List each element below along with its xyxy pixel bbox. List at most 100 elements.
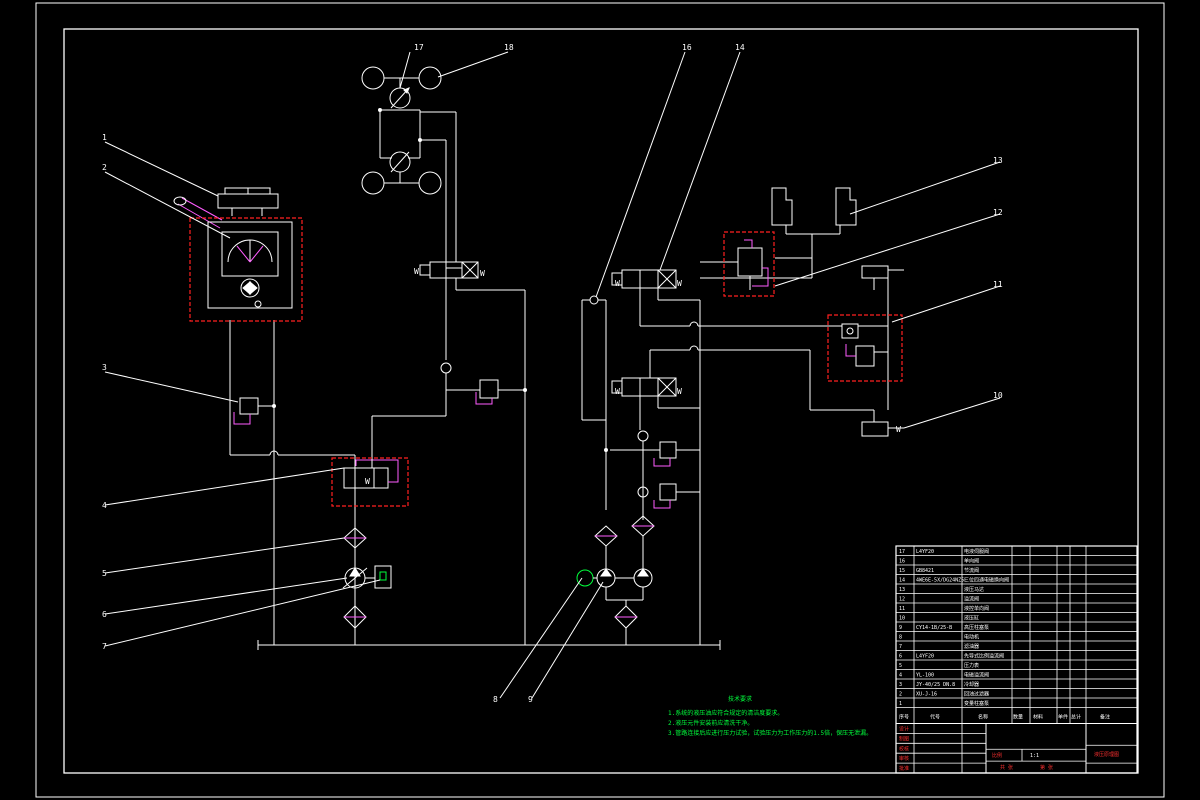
parts-row-no: 2 xyxy=(899,692,902,698)
callout-3: 3 xyxy=(102,363,107,372)
tech-note-3: 3.管路连接后应进行压力试验，试验压力为工作压力的1.5倍，保压无泄漏。 xyxy=(668,729,872,737)
callout-10: 10 xyxy=(993,391,1003,400)
parts-row-name: 液压马达 xyxy=(964,586,984,593)
spring-labels: W W W W W W W W xyxy=(365,267,901,486)
parts-row-name: 回油过滤器 xyxy=(964,691,989,698)
parts-row-code: GB8421 xyxy=(916,568,934,574)
parts-row-name: 冷却器 xyxy=(964,681,979,688)
parts-row-code: YL-100 xyxy=(916,673,934,679)
parts-row-no: 3 xyxy=(899,682,902,688)
spring-label: W xyxy=(677,387,682,396)
parts-row-no: 16 xyxy=(899,559,905,565)
parts-row-name: 压力表 xyxy=(964,662,979,669)
scale-label: 比例 xyxy=(992,752,1002,759)
filter-5 xyxy=(343,527,367,549)
sheet-number: 第 张 xyxy=(1040,764,1053,771)
parts-row-code: L4YF20 xyxy=(916,549,934,555)
table-header-cell: 数量 xyxy=(1013,714,1023,721)
parts-row-no: 10 xyxy=(899,616,905,622)
parts-row-no: 1 xyxy=(899,701,902,707)
callout-16: 16 xyxy=(682,43,692,52)
parts-row-name: 溢流阀 xyxy=(964,596,979,603)
parts-row-no: 13 xyxy=(899,587,905,593)
parts-row-name: 三位四通电磁换向阀 xyxy=(964,577,1009,584)
callout-13: 13 xyxy=(993,156,1003,165)
title-block-label: 设计 xyxy=(899,726,909,733)
parts-row-name: 高压柱塞泵 xyxy=(964,624,989,631)
parts-row-code: L4YF20 xyxy=(916,654,934,660)
drawing-frame xyxy=(35,2,1165,798)
table-header-cell: 材料 xyxy=(1033,714,1043,721)
top-relief-valve xyxy=(479,379,499,399)
callout-18: 18 xyxy=(504,43,514,52)
parts-row-name: 电磁溢流阀 xyxy=(964,672,989,679)
callout-numbers: 1 2 3 4 5 6 7 8 9 10 11 12 13 14 16 17 1… xyxy=(102,43,1003,704)
title-block-label: 批准 xyxy=(899,765,909,772)
parts-row-no: 15 xyxy=(899,568,905,574)
top-center-circuit xyxy=(361,66,527,645)
parts-row-name: 单向阀 xyxy=(964,558,979,565)
parts-row-name: 电液伺服阀 xyxy=(964,548,989,555)
spring-label: W xyxy=(414,267,419,276)
spring-label: W xyxy=(615,387,620,396)
tech-notes-title: 技术要求 xyxy=(728,695,752,703)
right-center-circuit xyxy=(576,269,830,645)
parts-row-name: 变量柱塞泵 xyxy=(964,700,989,707)
parts-row-name: 滤油器 xyxy=(964,643,979,650)
spring-label: W xyxy=(480,269,485,278)
title-block-label: 校核 xyxy=(899,745,909,752)
motor-7 xyxy=(374,565,392,589)
drawing-name: 液压原理图 xyxy=(1094,751,1119,758)
table-header-cell: 序号 xyxy=(899,714,909,721)
parts-row-name: 液控单向阀 xyxy=(964,605,989,612)
scale-value: 1:1 xyxy=(1030,753,1039,759)
callout-11: 11 xyxy=(993,280,1003,289)
parts-row-code: JY-40/25 DN.8 xyxy=(916,682,955,688)
parts-row-no: 17 xyxy=(899,549,905,555)
callout-17: 17 xyxy=(414,43,424,52)
parts-row-no: 8 xyxy=(899,635,902,641)
callout-1: 1 xyxy=(102,133,107,142)
parts-row-name: 节流阀 xyxy=(964,567,979,574)
callout-12: 12 xyxy=(993,208,1003,217)
tech-note-2: 2.液压元件安装前应清洗干净。 xyxy=(668,719,753,727)
leader-lines xyxy=(104,51,1001,699)
parts-row-code: CY14-1B/25-B xyxy=(916,625,952,631)
sheet-total: 共 张 xyxy=(1000,764,1013,771)
table-header-cell: 代号 xyxy=(930,714,940,721)
table-header-cell: 单件 xyxy=(1058,714,1068,721)
callout-9: 9 xyxy=(528,695,533,704)
table-header-cell: 备注 xyxy=(1100,714,1110,721)
callout-4: 4 xyxy=(102,501,107,510)
cylinder-11 xyxy=(861,265,889,279)
parts-row-code: XU-J-16 xyxy=(916,692,937,698)
callout-14: 14 xyxy=(735,43,745,52)
parts-row-name: 先导式比例溢流阀 xyxy=(964,653,1004,660)
spring-label: W xyxy=(677,279,682,288)
table-header-cell: 名称 xyxy=(978,714,988,721)
parts-row-no: 14 xyxy=(899,578,905,584)
callout-6: 6 xyxy=(102,610,107,619)
parts-row-name: 液压缸 xyxy=(964,615,979,622)
title-block-label: 制图 xyxy=(899,735,909,742)
callout-7: 7 xyxy=(102,642,107,651)
callout-8: 8 xyxy=(493,695,498,704)
parts-row-no: 9 xyxy=(899,625,902,631)
tech-note-1: 1.系统的液压油应符合规定的清洁度要求。 xyxy=(668,709,783,717)
right-circuit xyxy=(700,187,904,437)
spring-label: W xyxy=(365,477,370,486)
title-block-label: 审核 xyxy=(899,755,909,762)
parts-row-no: 11 xyxy=(899,606,905,612)
technical-notes: 技术要求 1.系统的液压油应符合规定的清洁度要求。 2.液压元件安装前应清洗干净… xyxy=(668,695,872,737)
parts-row-no: 4 xyxy=(899,673,902,679)
callout-2: 2 xyxy=(102,163,107,172)
left-circuit xyxy=(173,187,446,645)
table-header-cell: 总计 xyxy=(1071,714,1081,721)
subassembly-boxes xyxy=(189,217,903,507)
parts-row-name: 电动机 xyxy=(964,634,979,641)
spring-label: W xyxy=(896,425,901,434)
parts-row-no: 6 xyxy=(899,654,902,660)
parts-row-code: 4WE6E-5X/DG24NZ5L xyxy=(916,578,967,584)
